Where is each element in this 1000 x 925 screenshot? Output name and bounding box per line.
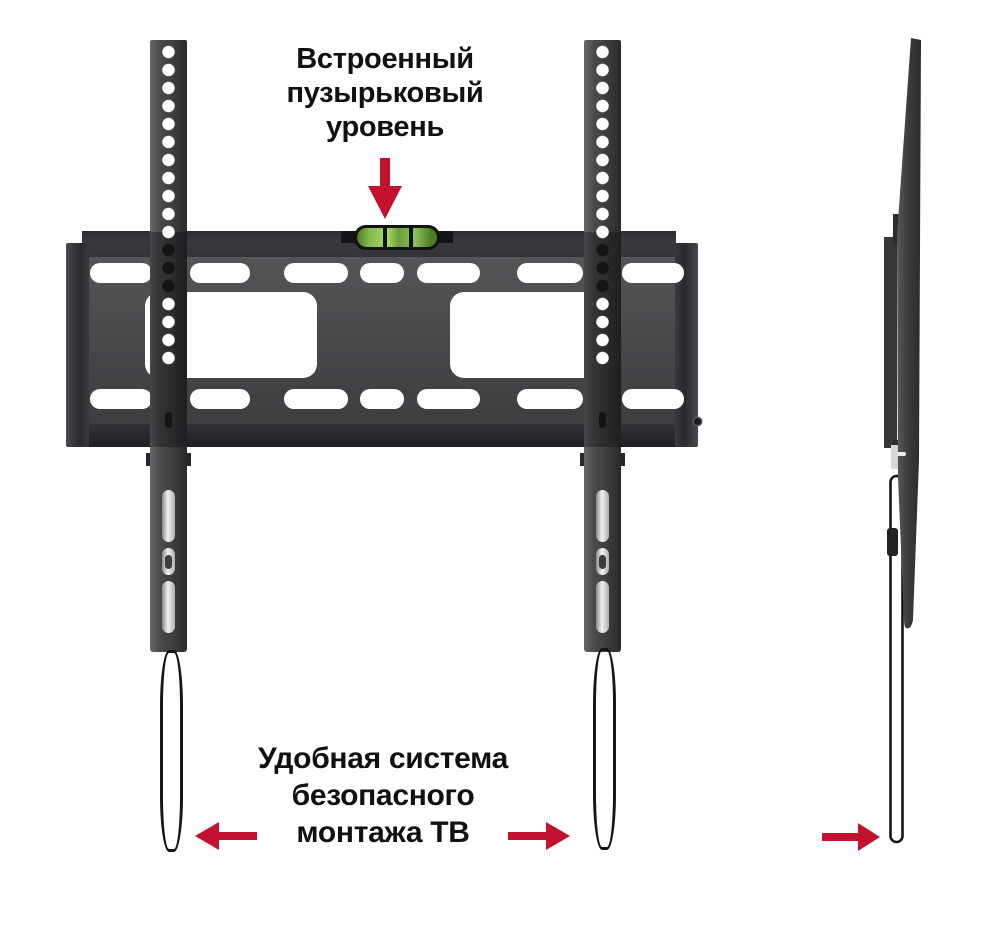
strap-window	[162, 490, 175, 542]
mounting-slot	[360, 263, 404, 283]
vesa-holes	[150, 43, 187, 241]
strap-window	[162, 581, 175, 633]
right-vesa-rail	[580, 40, 625, 652]
right-arrow-icon	[508, 822, 570, 850]
mounting-slot	[360, 389, 404, 409]
label-line: Встроенный	[296, 43, 474, 75]
level-mark	[409, 228, 413, 247]
right-arrow-icon	[822, 823, 880, 851]
mounting-slot	[284, 389, 348, 409]
left-safety-strap-loop	[160, 650, 183, 852]
strap-buckle	[599, 555, 606, 569]
strap-window	[596, 581, 609, 633]
label-line: уровень	[326, 111, 444, 143]
label-line: Удобная система	[257, 742, 509, 775]
side-strap-clip	[887, 528, 898, 556]
vesa-holes	[584, 241, 621, 295]
plate-left-end	[66, 243, 89, 447]
mounting-slot	[190, 263, 250, 283]
mounting-slot	[622, 263, 684, 283]
keyhole-slot	[165, 412, 172, 428]
vesa-holes	[584, 43, 621, 241]
side-wall-plate	[884, 237, 897, 448]
vesa-holes	[584, 295, 621, 368]
level-frame	[341, 231, 355, 243]
level-frame	[439, 231, 453, 243]
strap-window	[162, 548, 175, 575]
side-screw	[897, 452, 906, 456]
bubble-level	[354, 225, 440, 250]
screw	[694, 418, 701, 425]
label-line: безопасного	[291, 779, 475, 812]
strap-window	[596, 548, 609, 575]
level-vial	[357, 228, 437, 247]
mounting-slot	[284, 263, 348, 283]
left-arrow-icon	[195, 822, 257, 850]
rail-tab	[621, 453, 625, 466]
strap-window	[596, 490, 609, 542]
mounting-slot	[417, 263, 480, 283]
side-rail-profile	[897, 38, 921, 629]
side-strap-silver	[891, 445, 899, 469]
mounting-slot	[417, 389, 480, 409]
label-line: пузырьковый	[286, 77, 484, 109]
level-mark	[383, 228, 387, 247]
left-vesa-rail	[146, 40, 191, 652]
down-arrow-icon	[368, 158, 402, 219]
right-safety-strap-loop	[593, 648, 616, 850]
level-annotation-label: Встроенный пузырьковый уровень	[240, 42, 530, 144]
rail-tab	[187, 453, 191, 466]
mounting-slot	[517, 389, 583, 409]
side-view	[884, 38, 921, 844]
side-safety-strap-loop	[889, 474, 904, 844]
keyhole-slot	[599, 412, 606, 428]
mounting-slot	[190, 389, 250, 409]
mounting-slot	[90, 263, 152, 283]
vesa-holes	[150, 295, 187, 368]
plate-bottom-flange	[76, 424, 682, 447]
mounting-slot	[622, 389, 684, 409]
mounting-slot	[90, 389, 152, 409]
strap-buckle	[165, 555, 172, 569]
vesa-holes	[150, 241, 187, 295]
rail-tab	[146, 453, 150, 466]
mounting-slot	[517, 263, 583, 283]
label-line: монтажа ТВ	[296, 816, 470, 849]
rail-tab	[580, 453, 584, 466]
mount-annotation-label: Удобная система безопасного монтажа ТВ	[228, 740, 538, 851]
